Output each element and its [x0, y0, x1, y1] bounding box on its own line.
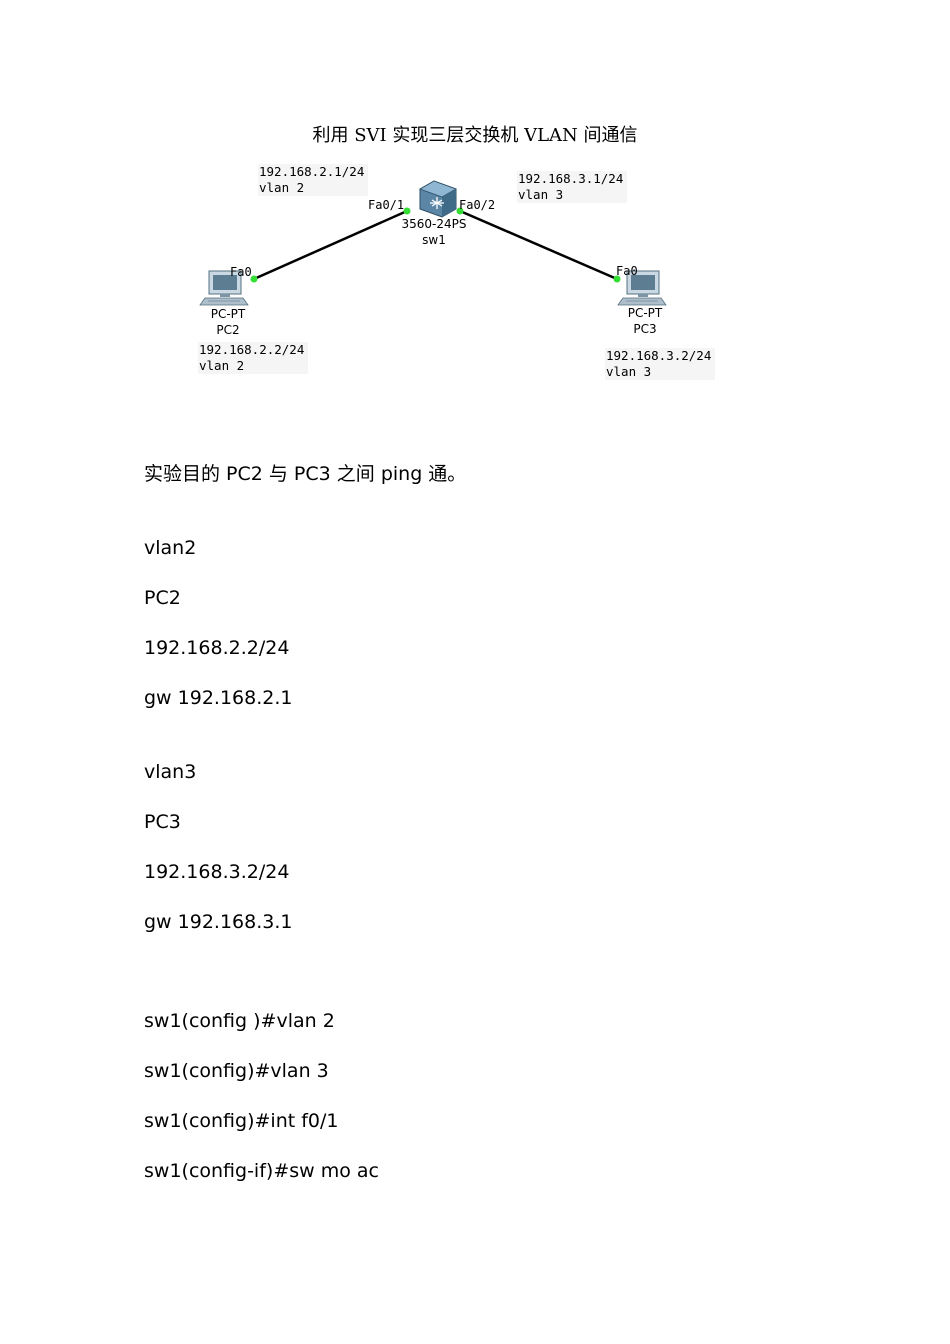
text-line: vlan3 — [144, 761, 197, 783]
switch-name-label: sw1 — [422, 233, 446, 247]
link-sw1-pc3 — [459, 209, 618, 281]
pc-icon-right — [617, 270, 667, 306]
topology-links — [199, 180, 667, 306]
link-pc2-sw1 — [253, 209, 408, 281]
port-dot-pc2 — [250, 275, 258, 283]
command-line: sw1(config)#int f0/1 — [144, 1110, 339, 1132]
text-line: PC2 — [144, 587, 181, 609]
port-dot-sw1-fa0-2 — [456, 207, 464, 215]
command-line: sw1(config)#vlan 3 — [144, 1060, 329, 1082]
note-box-sw-right — [517, 171, 627, 203]
text-line: 192.168.3.2/24 — [144, 861, 290, 883]
note-sw-left-ip: 192.168.2.1/24 — [259, 164, 365, 179]
switch-icon — [419, 180, 457, 218]
command-line: sw1(config-if)#sw mo ac — [144, 1160, 379, 1182]
note-box-sw-left — [258, 164, 368, 196]
note-sw-left-vlan: vlan 2 — [259, 180, 305, 195]
text-line: 192.168.2.2/24 — [144, 637, 290, 659]
note-pc2-ip: 192.168.2.2/24 — [199, 342, 305, 357]
text-line: gw 192.168.3.1 — [144, 911, 293, 933]
topology-diagram: 192.168.2.1/24 vlan 2 192.168.3.1/24 vla… — [0, 0, 950, 420]
note-box-pc3 — [605, 348, 715, 380]
port-dot-pc3 — [613, 275, 621, 283]
note-box-pc2 — [198, 342, 308, 374]
pc3-type-label: PC-PT — [627, 306, 663, 320]
objective-line: 实验目的 PC2 与 PC3 之间 ping 通。 — [144, 463, 467, 485]
port-dot-sw1-fa0-1 — [403, 207, 411, 215]
switch-model-label: 3560-24PS — [401, 217, 467, 231]
pc2-type-label: PC-PT — [210, 307, 246, 321]
text-line: gw 192.168.2.1 — [144, 687, 293, 709]
text-line: vlan2 — [144, 537, 197, 559]
note-sw-right-ip: 192.168.3.1/24 — [518, 171, 624, 186]
pc-icon-left — [199, 270, 249, 306]
note-pc3-ip: 192.168.3.2/24 — [606, 348, 712, 363]
pc2-name-label: PC2 — [216, 323, 240, 337]
port-label-pc2-fa0: Fa0 — [230, 265, 252, 279]
command-line: sw1(config )#vlan 2 — [144, 1010, 335, 1032]
note-pc2-vlan: vlan 2 — [199, 358, 245, 373]
note-pc3-vlan: vlan 3 — [606, 364, 652, 379]
note-sw-right-vlan: vlan 3 — [518, 187, 564, 202]
port-label-pc3-fa0: Fa0 — [616, 264, 638, 278]
pc3-name-label: PC3 — [633, 322, 657, 336]
port-label-sw-fa0-1: Fa0/1 — [368, 198, 405, 212]
text-line: PC3 — [144, 811, 181, 833]
document-title: 利用 SVI 实现三层交换机 VLAN 间通信 — [312, 125, 638, 146]
port-label-sw-fa0-2: Fa0/2 — [459, 198, 496, 212]
